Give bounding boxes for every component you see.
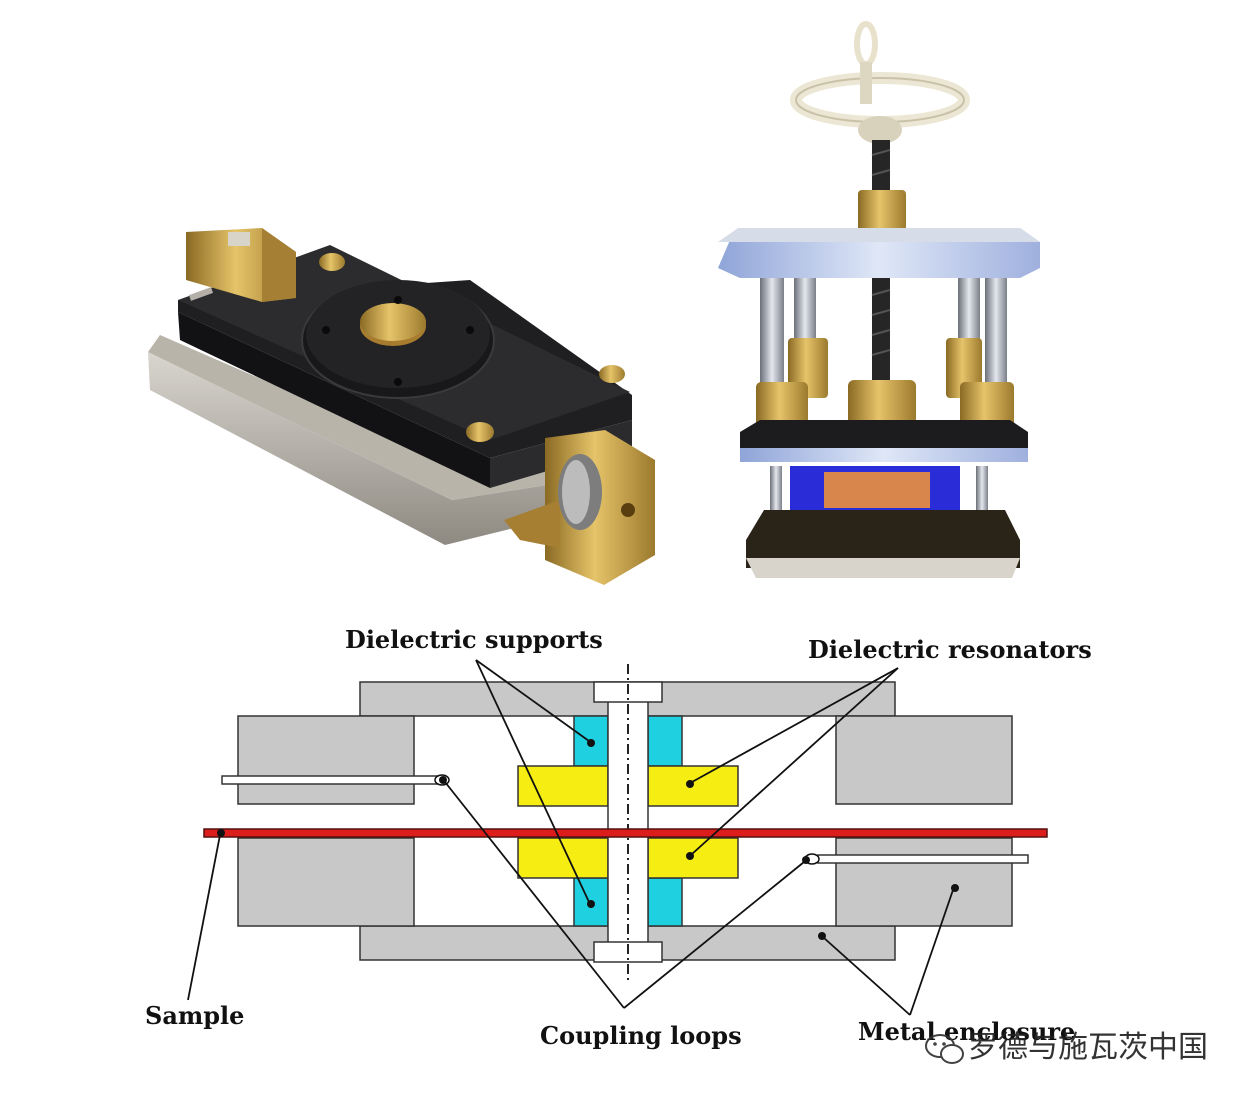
- screw-press-resonator-photo: [718, 21, 1040, 578]
- metal-enclosure-left-upper: [237, 715, 415, 805]
- cross-section-diagram: [203, 664, 1048, 982]
- screw: [466, 422, 494, 442]
- pillar: [760, 278, 784, 388]
- base-plate: [148, 352, 640, 545]
- label-coupling-loops: Coupling loops: [540, 1021, 742, 1050]
- label-metal-enclosure: Metal enclosure: [858, 1017, 1075, 1046]
- label-dielectric-resonators: Dielectric resonators: [808, 635, 1092, 664]
- coupling-loop-right: [817, 854, 1029, 864]
- dielectric-resonator: [517, 837, 609, 879]
- metal-enclosure-left-lower: [237, 837, 415, 927]
- coupling-loop-left: [221, 775, 439, 785]
- screw: [599, 365, 625, 383]
- base: [746, 510, 1020, 568]
- metal-enclosure-right-lower: [835, 837, 1013, 927]
- sample-piece: [824, 472, 930, 508]
- metal-enclosure-right-upper: [835, 715, 1013, 805]
- wechat-icon: [925, 1034, 964, 1064]
- watermark: 罗德与施瓦茨中国: [925, 1030, 1208, 1065]
- dielectric-resonator: [517, 765, 609, 807]
- dielectric-support: [647, 877, 683, 927]
- dielectric-support: [647, 715, 683, 767]
- label-sample: Sample: [145, 1001, 244, 1030]
- leader-lines: [187, 659, 954, 1016]
- pillar: [985, 278, 1007, 388]
- label-dielectric-supports: Dielectric supports: [345, 625, 603, 654]
- watermark-text: 罗德与施瓦茨中国: [968, 1030, 1208, 1065]
- sample-strip: [203, 828, 1048, 838]
- screw: [319, 253, 345, 271]
- split-post-resonator-photo: [148, 228, 655, 585]
